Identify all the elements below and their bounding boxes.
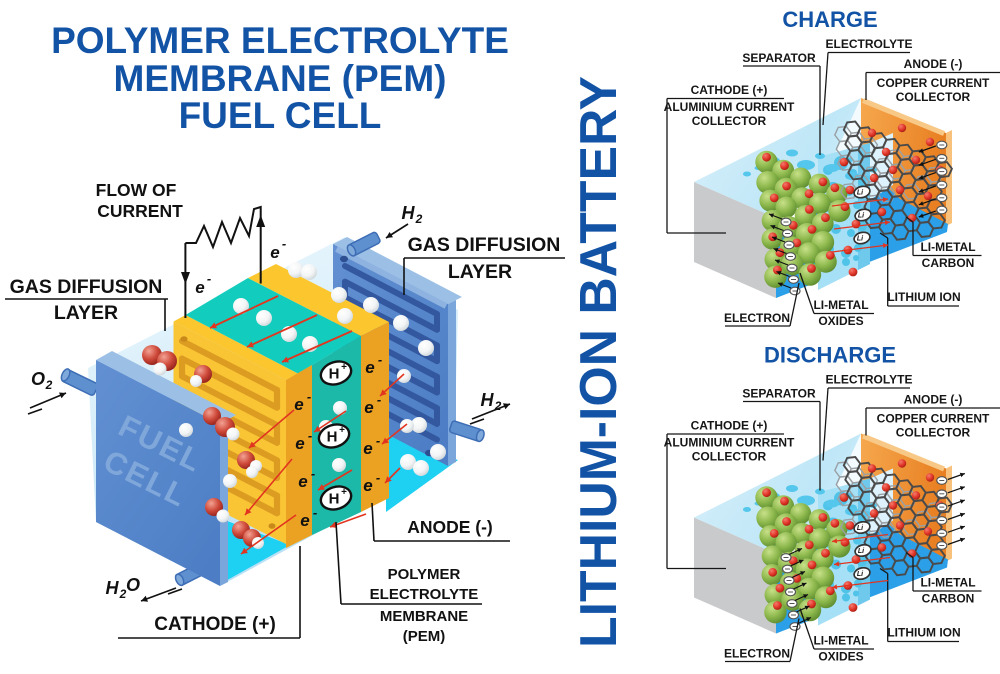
svg-text:SEPARATOR: SEPARATOR — [742, 51, 816, 65]
svg-text:-: - — [282, 236, 286, 251]
svg-text:e: e — [300, 511, 309, 530]
svg-text:OXIDES: OXIDES — [818, 650, 863, 664]
svg-text:POLYMER ELECTROLYTE: POLYMER ELECTROLYTE — [51, 20, 509, 61]
svg-text:FUEL CELL: FUEL CELL — [179, 95, 382, 136]
svg-text:e: e — [295, 434, 304, 453]
svg-text:LI-METAL: LI-METAL — [920, 576, 975, 590]
svg-text:COLLECTOR: COLLECTOR — [896, 90, 971, 104]
svg-text:OXIDES: OXIDES — [818, 314, 863, 328]
svg-text:Li: Li — [857, 571, 864, 578]
svg-text:LAYER: LAYER — [54, 302, 118, 324]
svg-text:e: e — [363, 476, 372, 495]
svg-text:-: - — [313, 505, 317, 520]
svg-text:DISCHARGE: DISCHARGE — [764, 343, 896, 368]
svg-text:ELECTROLYTE: ELECTROLYTE — [826, 37, 913, 51]
svg-text:-: - — [207, 271, 211, 286]
svg-text:COLLECTOR: COLLECTOR — [692, 114, 767, 128]
svg-text:LITHIUM ION: LITHIUM ION — [887, 290, 960, 304]
svg-text:ELECTROLYTE: ELECTROLYTE — [370, 586, 479, 603]
svg-text:CARBON: CARBON — [922, 592, 975, 606]
svg-text:LAYER: LAYER — [448, 261, 512, 283]
svg-text:MEMBRANE: MEMBRANE — [380, 608, 468, 625]
svg-text:+: + — [339, 425, 345, 436]
svg-text:CURRENT: CURRENT — [97, 201, 183, 221]
svg-text:2: 2 — [45, 378, 53, 392]
svg-text:COPPER CURRENT: COPPER CURRENT — [877, 412, 990, 426]
svg-text:2: 2 — [119, 587, 127, 601]
svg-text:e: e — [365, 358, 374, 377]
svg-text:LI-METAL: LI-METAL — [813, 298, 868, 312]
svg-text:e: e — [364, 398, 373, 417]
svg-text:ANODE (-): ANODE (-) — [904, 57, 963, 71]
svg-text:+: + — [341, 362, 347, 373]
svg-text:Li: Li — [858, 548, 865, 555]
svg-text:Li: Li — [857, 525, 864, 532]
svg-text:H: H — [327, 429, 338, 446]
svg-text:ANODE (-): ANODE (-) — [904, 393, 963, 407]
svg-text:-: - — [308, 428, 312, 443]
svg-text:GAS DIFFUSION: GAS DIFFUSION — [10, 276, 163, 298]
svg-text:GAS DIFFUSION: GAS DIFFUSION — [408, 234, 561, 256]
svg-text:LITHIUM ION: LITHIUM ION — [887, 626, 960, 640]
svg-text:-: - — [376, 470, 380, 485]
svg-text:-: - — [376, 433, 380, 448]
svg-text:MEMBRANE (PEM): MEMBRANE (PEM) — [114, 58, 447, 99]
svg-text:LI-METAL: LI-METAL — [920, 240, 975, 254]
svg-text:-: - — [307, 389, 311, 404]
svg-text:Li: Li — [857, 236, 864, 243]
svg-text:e: e — [270, 243, 279, 262]
svg-text:2: 2 — [415, 212, 423, 226]
svg-text:POLYMER: POLYMER — [388, 566, 461, 583]
svg-text:Li: Li — [857, 190, 864, 197]
svg-text:H: H — [329, 491, 340, 508]
svg-text:H: H — [106, 578, 120, 598]
svg-text:CATHODE (+): CATHODE (+) — [691, 83, 768, 97]
svg-text:COLLECTOR: COLLECTOR — [896, 426, 971, 440]
svg-text:H: H — [402, 203, 416, 223]
svg-text:FLOW OF: FLOW OF — [96, 180, 177, 200]
svg-text:e: e — [294, 395, 303, 414]
svg-text:SEPARATOR: SEPARATOR — [742, 387, 816, 401]
svg-text:-: - — [378, 352, 382, 367]
svg-text:e: e — [298, 472, 307, 491]
svg-text:ALUMINIUM CURRENT: ALUMINIUM CURRENT — [664, 100, 795, 114]
svg-text:ALUMINIUM CURRENT: ALUMINIUM CURRENT — [664, 436, 795, 450]
svg-text:ELECTRON: ELECTRON — [724, 311, 790, 325]
svg-text:e: e — [195, 278, 204, 297]
svg-text:LI-METAL: LI-METAL — [813, 634, 868, 648]
svg-text:CATHODE (+): CATHODE (+) — [691, 419, 768, 433]
svg-text:-: - — [311, 466, 315, 481]
svg-text:O: O — [126, 575, 140, 595]
svg-text:e: e — [363, 439, 372, 458]
svg-text:CHARGE: CHARGE — [782, 7, 877, 32]
svg-text:H: H — [329, 366, 340, 383]
svg-text:LITHIUM-ION BATTERY: LITHIUM-ION BATTERY — [570, 76, 628, 648]
svg-text:CATHODE (+): CATHODE (+) — [154, 614, 276, 635]
svg-text:2: 2 — [494, 399, 502, 413]
svg-text:+: + — [341, 487, 347, 498]
svg-text:(PEM): (PEM) — [403, 628, 446, 645]
svg-text:CARBON: CARBON — [922, 256, 975, 270]
svg-text:ELECTRON: ELECTRON — [724, 647, 790, 661]
svg-text:-: - — [377, 392, 381, 407]
svg-text:ELECTROLYTE: ELECTROLYTE — [826, 373, 913, 387]
svg-text:COLLECTOR: COLLECTOR — [692, 450, 767, 464]
svg-text:COPPER CURRENT: COPPER CURRENT — [877, 76, 990, 90]
svg-text:ANODE (-): ANODE (-) — [407, 517, 493, 537]
svg-text:Li: Li — [858, 213, 865, 220]
svg-text:O: O — [31, 369, 45, 389]
svg-text:H: H — [481, 390, 495, 410]
